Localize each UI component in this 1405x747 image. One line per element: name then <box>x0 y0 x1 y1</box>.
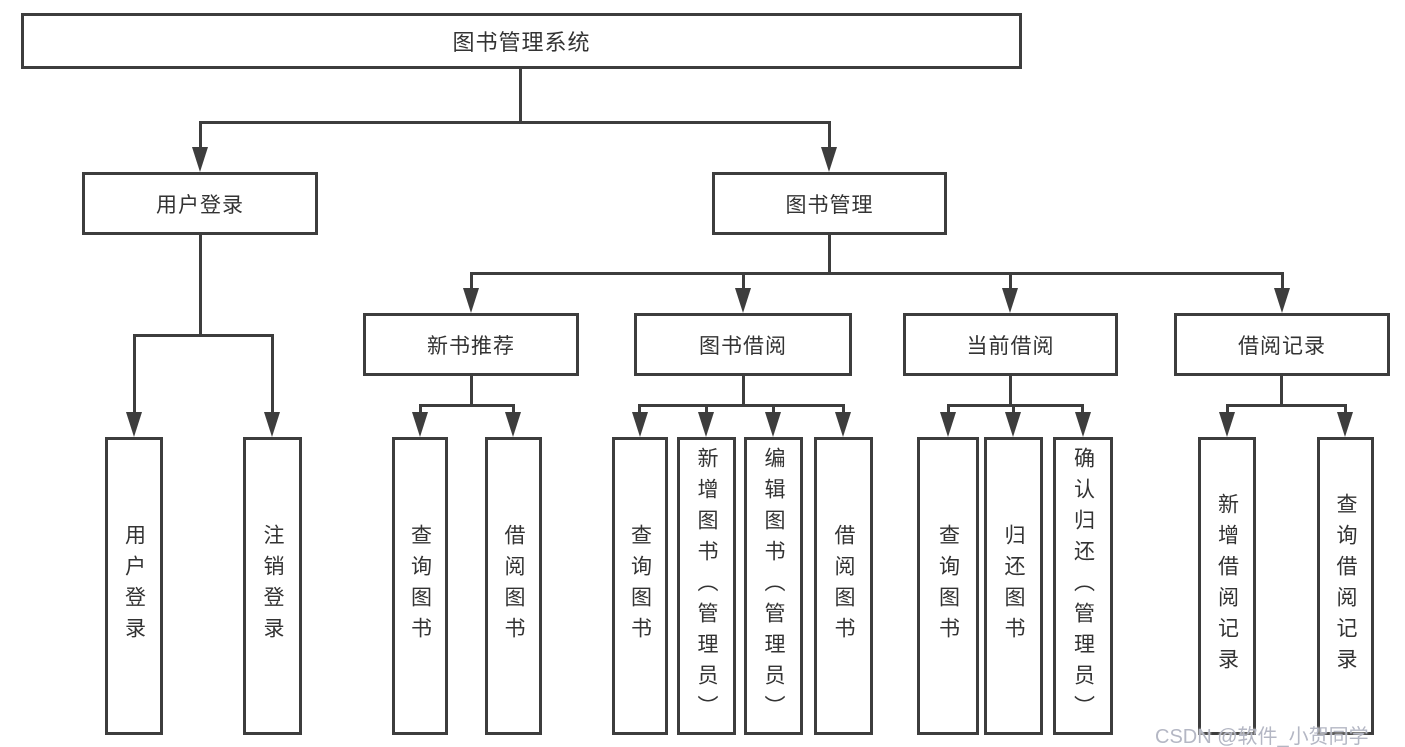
leaf-record-add-record: 新增借阅记录 <box>1198 437 1256 735</box>
connector-drop <box>638 404 641 414</box>
connector-current-trunk <box>1009 376 1012 407</box>
arrow-down-icon <box>463 288 479 313</box>
connector-borrow-feeder <box>638 404 845 407</box>
leaf-recommend-borrow-book: 借阅图书 <box>485 437 542 735</box>
connector-drop-borrow <box>742 272 745 290</box>
leaf-label: 查询图书 <box>936 524 960 648</box>
connector-drop <box>842 404 845 414</box>
node-book-management: 图书管理 <box>712 172 947 235</box>
leaf-label: 编辑图书（管理员） <box>762 446 785 726</box>
node-current-borrow: 当前借阅 <box>903 313 1118 376</box>
node-library-system: 图书管理系统 <box>21 13 1022 69</box>
arrow-down-icon <box>192 147 208 172</box>
connector-recommend-feeder <box>419 404 515 407</box>
connector-drop-user-login <box>199 121 202 149</box>
leaf-current-confirm-return-admin: 确认归还（管理员） <box>1053 437 1113 735</box>
connector-drop <box>419 404 422 414</box>
connector-root-trunk <box>519 69 522 121</box>
leaf-label: 注销登录 <box>261 524 284 648</box>
leaf-label: 查询图书 <box>628 524 652 648</box>
connector-recommend-trunk <box>470 376 473 407</box>
leaf-user-login: 用户登录 <box>105 437 163 735</box>
connector-drop <box>1344 404 1347 414</box>
connector-drop <box>772 404 775 414</box>
arrow-down-icon <box>1274 288 1290 313</box>
connector-mgmt-trunk <box>828 235 831 274</box>
arrow-down-icon <box>835 412 851 437</box>
connector-login-trunk <box>199 235 202 337</box>
node-new-book-recommend: 新书推荐 <box>363 313 579 376</box>
arrow-down-icon <box>1075 412 1091 437</box>
arrow-down-icon <box>735 288 751 313</box>
leaf-label: 查询借阅记录 <box>1334 493 1357 679</box>
arrow-down-icon <box>821 147 837 172</box>
leaf-label: 确认归还（管理员） <box>1071 446 1095 726</box>
node-user-login: 用户登录 <box>82 172 318 235</box>
connector-record-trunk <box>1280 376 1283 407</box>
node-borrow-record: 借阅记录 <box>1174 313 1390 376</box>
leaf-record-query-record: 查询借阅记录 <box>1317 437 1374 735</box>
connector-drop-recommend <box>470 272 473 290</box>
arrow-down-icon <box>632 412 648 437</box>
arrow-down-icon <box>1005 412 1021 437</box>
connector-level3-feeder <box>470 272 1284 275</box>
connector-drop-record <box>1281 272 1284 290</box>
arrow-down-icon <box>126 412 142 437</box>
leaf-borrow-add-book-admin: 新增图书（管理员） <box>677 437 736 735</box>
connector-drop <box>512 404 515 414</box>
leaf-label: 用户登录 <box>122 524 146 648</box>
leaf-current-query-book: 查询图书 <box>917 437 979 735</box>
connector-record-feeder <box>1226 404 1347 407</box>
leaf-label: 新增借阅记录 <box>1215 493 1239 679</box>
arrow-down-icon <box>1219 412 1235 437</box>
arrow-down-icon <box>1002 288 1018 313</box>
leaf-label: 查询图书 <box>408 524 432 648</box>
csdn-watermark: CSDN @软件_小贺同学 <box>1155 726 1369 747</box>
connector-level2-feeder <box>199 121 831 124</box>
connector-drop <box>947 404 950 414</box>
leaf-recommend-query-book: 查询图书 <box>392 437 448 735</box>
arrow-down-icon <box>412 412 428 437</box>
connector-drop-login <box>133 334 136 414</box>
arrow-down-icon <box>765 412 781 437</box>
leaf-label: 借阅图书 <box>832 524 855 648</box>
leaf-label: 归还图书 <box>1002 524 1025 648</box>
leaf-label: 借阅图书 <box>502 524 525 648</box>
connector-login-feeder <box>133 334 274 337</box>
connector-drop <box>1012 404 1015 414</box>
leaf-current-return-book: 归还图书 <box>984 437 1043 735</box>
leaf-borrow-borrow-book: 借阅图书 <box>814 437 873 735</box>
arrow-down-icon <box>264 412 280 437</box>
arrow-down-icon <box>1337 412 1353 437</box>
connector-drop <box>1081 404 1084 414</box>
leaf-borrow-query-book: 查询图书 <box>612 437 668 735</box>
leaf-borrow-edit-book-admin: 编辑图书（管理员） <box>744 437 803 735</box>
arrow-down-icon <box>698 412 714 437</box>
connector-drop <box>705 404 708 414</box>
connector-borrow-trunk <box>742 376 745 407</box>
connector-drop-current <box>1009 272 1012 290</box>
arrow-down-icon <box>505 412 521 437</box>
connector-drop-book-management <box>828 121 831 149</box>
leaf-label: 新增图书（管理员） <box>695 446 718 726</box>
node-book-borrow: 图书借阅 <box>634 313 852 376</box>
arrow-down-icon <box>940 412 956 437</box>
connector-drop-logout <box>271 334 274 414</box>
leaf-logout-login: 注销登录 <box>243 437 302 735</box>
connector-drop <box>1226 404 1229 414</box>
connector-current-feeder <box>947 404 1084 407</box>
